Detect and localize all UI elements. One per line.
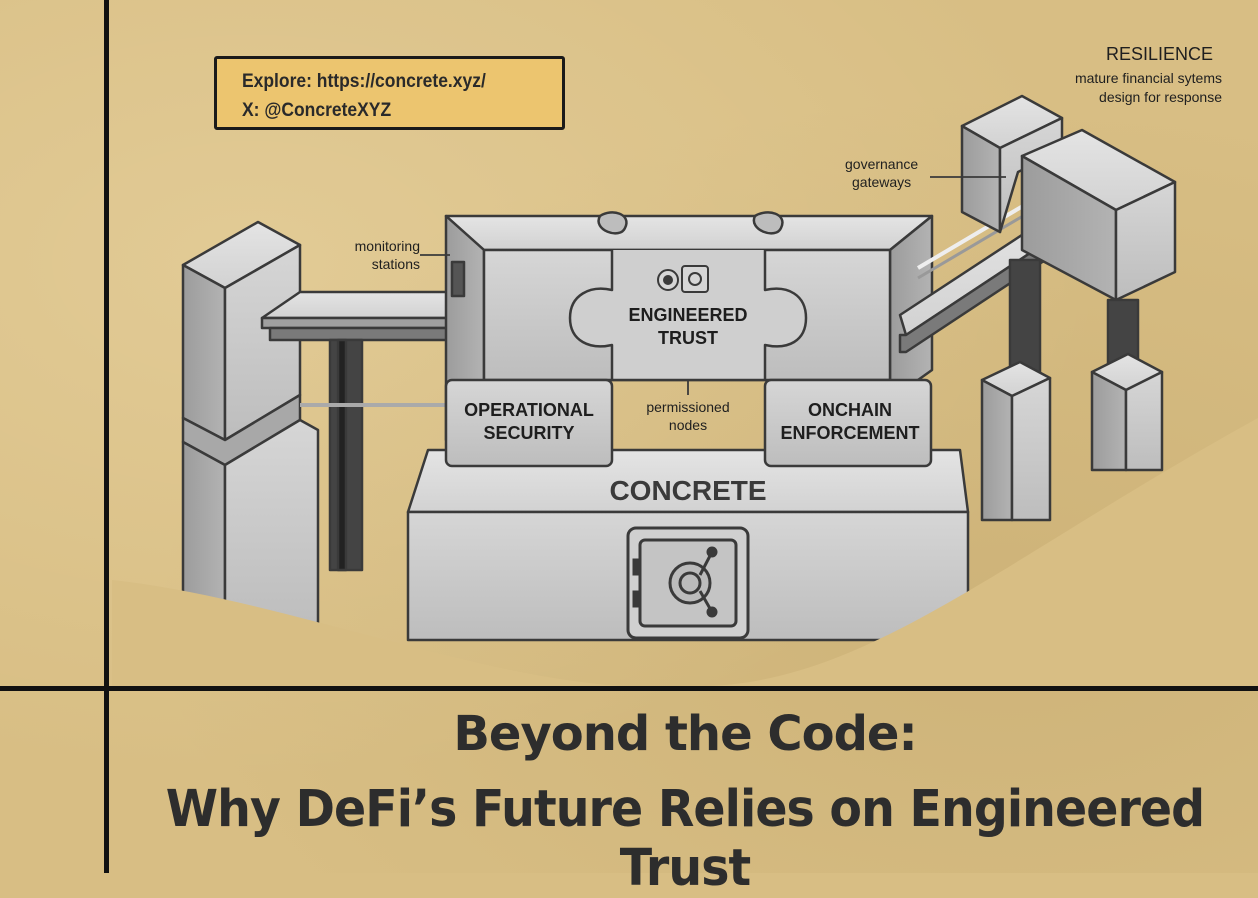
left-pillar — [181, 220, 320, 632]
vertical-divider — [104, 0, 109, 873]
onchain-label-1: ONCHAIN — [808, 400, 892, 420]
concrete-structure-diagram: ENGINEERED TRUST OPERATIONAL SECURITY ON… — [112, 94, 1258, 688]
resilience-line-1: mature financial sytems — [1074, 70, 1222, 86]
operational-label-2: SECURITY — [483, 423, 574, 443]
horizontal-divider — [0, 686, 1258, 691]
permissioned-line-1: permissioned — [646, 399, 730, 415]
permissioned-line-2: nodes — [668, 417, 708, 433]
engineered-label-1: ENGINEERED — [628, 305, 747, 325]
vault-safe-icon — [626, 526, 750, 640]
concrete-base-label: CONCRETE — [609, 475, 766, 506]
annotation-leaders — [420, 176, 1006, 395]
headline-line-1: Beyond the Code: — [453, 706, 917, 762]
engineered-label-2: TRUST — [658, 328, 718, 348]
x-handle-link[interactable]: X: @ConcreteXYZ — [242, 100, 392, 121]
block-labels: ENGINEERED TRUST OPERATIONAL SECURITY ON… — [464, 305, 919, 506]
resilience-subtitle: mature financial sytems design for respo… — [1075, 69, 1222, 107]
permissioned-annotation: permissioned nodes — [640, 398, 736, 434]
monitoring-platform — [260, 290, 477, 572]
engineered-trust-block — [444, 211, 934, 468]
onchain-label-2: ENFORCEMENT — [781, 423, 920, 443]
monitoring-line-1: monitoring — [354, 238, 420, 254]
gear-safe-icon — [657, 265, 709, 293]
monitoring-line-2: stations — [371, 256, 420, 272]
right-front-pillar — [1008, 128, 1177, 382]
headline-line-2: Why DeFi’s Future Relies on Engineered T… — [165, 780, 1205, 898]
governance-line-2: gateways — [852, 174, 912, 190]
links-box: Explore: https://concrete.xyz/ X: @Concr… — [214, 56, 565, 130]
resilience-line-2: design for response — [1099, 89, 1222, 105]
explore-link[interactable]: Explore: https://concrete.xyz/ — [242, 71, 486, 92]
governance-line-1: governance — [845, 156, 919, 172]
monitoring-annotation: monitoring stations — [344, 237, 420, 273]
resilience-title: RESILIENCE — [1106, 44, 1214, 64]
operational-label-1: OPERATIONAL — [464, 400, 594, 420]
illustration-fade — [112, 418, 1258, 688]
governance-annotation: governance gateways — [845, 155, 918, 191]
right-lower-pillars — [980, 352, 1164, 522]
